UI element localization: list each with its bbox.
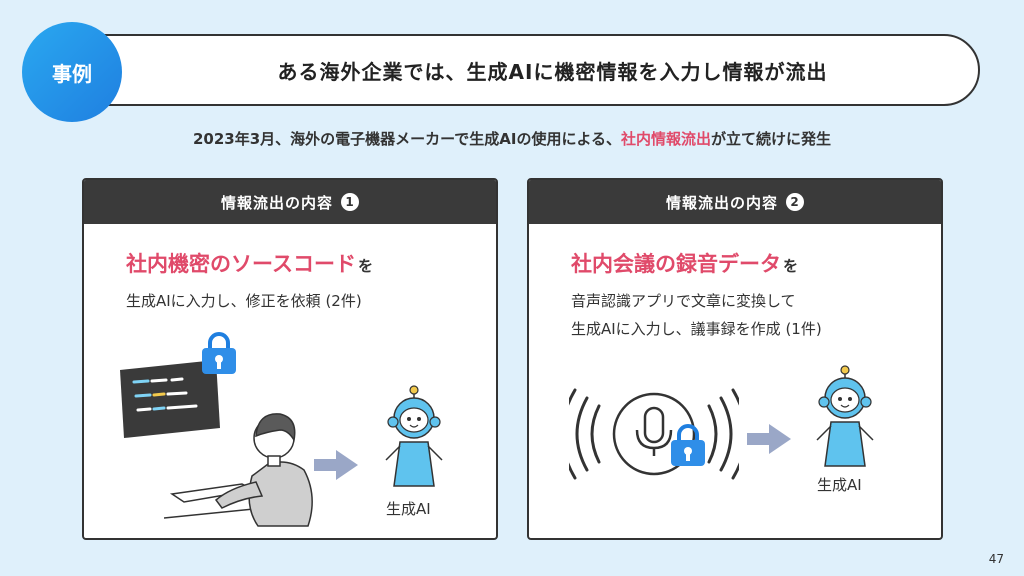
leak-case-card-1: 情報流出の内容 1 社内機密のソースコードを 生成AIに入力し、修正を依頼 (2…	[82, 178, 498, 540]
card-headline: 社内会議の録音データを	[571, 248, 798, 278]
page-number: 47	[988, 552, 1004, 566]
code-monitor-icon	[120, 360, 220, 438]
lock-icon	[671, 424, 705, 466]
subtitle-after: が立て続けに発生	[711, 130, 832, 148]
subtitle-before: 2023年3月、海外の電子機器メーカーで生成AIの使用による、	[192, 130, 621, 148]
example-badge: 事例	[22, 22, 122, 122]
ai-label: 生成AI	[386, 500, 431, 518]
ai-label: 生成AI	[817, 476, 862, 494]
subtitle-highlight: 社内情報流出	[621, 130, 712, 148]
card-title: 情報流出の内容	[665, 193, 778, 212]
card-header: 情報流出の内容 2	[529, 180, 941, 224]
microphone-icon	[569, 388, 739, 480]
card-desc-line: 生成AIに入力し、議事録を作成 (1件)	[571, 320, 822, 338]
headline-text: 社内会議の録音データ	[571, 252, 781, 276]
arrow-right-icon	[747, 424, 791, 454]
card-title: 情報流出の内容	[220, 193, 333, 212]
headline-text: 社内機密のソースコード	[126, 252, 356, 276]
headline-tail: を	[357, 257, 373, 275]
arrow-right-icon	[314, 450, 358, 480]
card-desc-line: 生成AIに入力し、修正を依頼 (2件)	[126, 292, 362, 310]
subtitle: 2023年3月、海外の電子機器メーカーで生成AIの使用による、社内情報流出が立て…	[0, 128, 1024, 149]
card-desc-line: 音声認識アプリで文章に変換して	[571, 292, 796, 310]
card-header: 情報流出の内容 1	[84, 180, 496, 224]
headline-tail: を	[783, 257, 799, 275]
page-title: ある海外企業では、生成AIに機密情報を入力し情報が流出	[277, 59, 828, 84]
card-number: 2	[786, 193, 804, 211]
card-headline: 社内機密のソースコードを	[126, 248, 373, 278]
person-typing-icon	[164, 413, 313, 527]
robot-ai-icon	[816, 365, 874, 467]
robot-ai-icon	[385, 385, 443, 487]
lock-icon	[202, 332, 236, 374]
card-number: 1	[341, 193, 359, 211]
header-pill	[60, 34, 980, 106]
leak-case-card-2: 情報流出の内容 2 社内会議の録音データを 音声認識アプリで文章に変換して 生成…	[527, 178, 943, 540]
